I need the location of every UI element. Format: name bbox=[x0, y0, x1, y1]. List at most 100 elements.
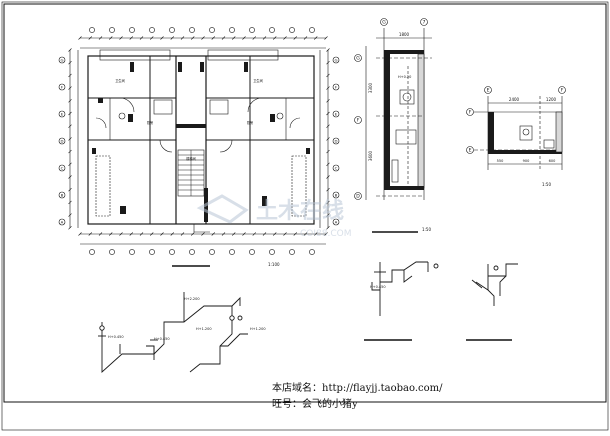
watermark-subtext: COI88.COM bbox=[300, 229, 351, 239]
dim-tick bbox=[314, 36, 318, 40]
plan-axis-bubble-bottom bbox=[269, 249, 275, 255]
plan-axis-bubble-left: F bbox=[58, 83, 66, 91]
plan-room-label: 厨房 bbox=[147, 120, 153, 125]
dim-tick bbox=[326, 73, 330, 78]
dim-tick bbox=[119, 36, 123, 40]
shop-domain-url[interactable]: http://flayjj.taobao.com/ bbox=[322, 383, 443, 394]
plan-axis-bubble-left-label: C bbox=[61, 165, 64, 170]
watermark-text: 土木在线 bbox=[256, 198, 344, 224]
detail-a-dim-side: 3300 bbox=[368, 82, 373, 93]
stair-well bbox=[177, 149, 205, 197]
dim-tick bbox=[180, 232, 185, 236]
shop-domain-line: 本店域名：http://flayjj.taobao.com/ bbox=[272, 379, 443, 394]
dim-tick bbox=[221, 232, 226, 236]
detail-b-dim-bottom: 900 bbox=[523, 159, 530, 163]
detail-a-axis-left: D bbox=[354, 192, 362, 200]
plan-axis-bubble-right-label: C bbox=[335, 165, 338, 170]
plan-axis-bubble-right: F bbox=[332, 83, 340, 91]
plan-axis-bubble-left-label: E bbox=[61, 111, 64, 116]
dim-tick bbox=[303, 232, 308, 236]
plan-axis-bubble-right: A bbox=[332, 218, 340, 226]
dim-tick bbox=[68, 175, 72, 179]
dim-tick bbox=[242, 36, 246, 40]
detail-b-axis-top: F bbox=[558, 86, 566, 94]
pipe-isometric-right bbox=[471, 263, 518, 306]
plan-axis-bubble-bottom bbox=[309, 249, 315, 255]
shop-domain-label: 本店域名： bbox=[272, 383, 322, 394]
dim-tick bbox=[326, 162, 330, 167]
plan-axis-bubble-top bbox=[229, 27, 235, 33]
detail-a-dim-side: 3600 bbox=[368, 150, 373, 161]
dim-tick bbox=[273, 232, 277, 236]
plan-axis-bubble-right: G bbox=[332, 56, 340, 64]
dim-tick bbox=[129, 36, 133, 40]
dim-tick bbox=[68, 48, 72, 52]
plan-axis-bubble-right: B bbox=[332, 191, 340, 199]
dim-tick bbox=[326, 124, 330, 128]
detail-a-axis-left-label: D bbox=[356, 194, 360, 200]
dim-tick bbox=[68, 200, 72, 205]
dim-tick bbox=[293, 232, 297, 236]
shop-wangwang-name: 会飞的小猪y bbox=[302, 399, 358, 410]
plan-axis-bubble-left-label: A bbox=[61, 219, 64, 224]
plan-axis-bubble-bottom bbox=[169, 249, 175, 255]
detail-b-dim-top: 1200 bbox=[546, 97, 557, 102]
dim-tick bbox=[326, 187, 330, 192]
plan-axis-bubble-right-label: G bbox=[334, 57, 337, 62]
dim-tick bbox=[170, 36, 174, 40]
plan-axis-bubble-left: C bbox=[58, 164, 66, 172]
plan-axis-bubble-left: B bbox=[58, 191, 66, 199]
iso-left-level: H+1.200 bbox=[196, 327, 212, 331]
sheet-border bbox=[3, 3, 607, 403]
detail-a-axis-left-label: G bbox=[356, 56, 360, 62]
plan-axis-bubble-right: D bbox=[332, 137, 340, 145]
dim-tick bbox=[262, 232, 267, 236]
detail-b-dim-top: 2400 bbox=[509, 97, 520, 102]
detail-b-dim-bottom: 550 bbox=[497, 159, 504, 163]
pipe-isometric-middle bbox=[371, 261, 439, 316]
dim-tick bbox=[326, 175, 330, 179]
dim-tick bbox=[326, 213, 330, 217]
plan-axis-bubble-top bbox=[309, 27, 315, 33]
detail-a-axis-top-label: 7 bbox=[423, 20, 426, 26]
dim-tick bbox=[119, 232, 123, 236]
dim-tick bbox=[68, 226, 72, 230]
plan-axis-bubble-bottom bbox=[249, 249, 255, 255]
plan-axis-bubble-top bbox=[109, 27, 115, 33]
watermark: 土木在线 COI88.COM bbox=[196, 194, 351, 239]
detail-a-axis-left: F bbox=[354, 116, 362, 124]
dim-tick bbox=[191, 232, 195, 236]
dim-tick bbox=[326, 99, 330, 103]
detail-a-axis-top-label: G bbox=[382, 20, 386, 26]
dim-tick bbox=[150, 36, 154, 40]
dim-tick bbox=[78, 232, 82, 236]
plan-axis-bubble-top bbox=[209, 27, 215, 33]
dim-tick bbox=[252, 36, 256, 40]
dim-tick bbox=[68, 99, 72, 103]
plan-axis-bubble-bottom bbox=[289, 249, 295, 255]
plan-room-label: 厨房 bbox=[247, 120, 253, 125]
dim-tick bbox=[150, 232, 154, 236]
plan-axis-bubble-bottom bbox=[129, 249, 135, 255]
plan-axis-bubble-bottom bbox=[109, 249, 115, 255]
plan-axis-bubble-left-label: F bbox=[61, 84, 64, 89]
plan-axis-bubble-right: E bbox=[332, 110, 340, 118]
dim-tick bbox=[68, 137, 72, 141]
plan-axis-bubble-left: D bbox=[58, 137, 66, 145]
dim-tick bbox=[68, 187, 72, 192]
dim-tick bbox=[78, 36, 82, 40]
dim-tick bbox=[326, 48, 330, 52]
dim-tick bbox=[273, 36, 277, 40]
plan-axis-bubble-top bbox=[289, 27, 295, 33]
dim-tick bbox=[211, 232, 215, 236]
plan-room-label: 楼梯间 bbox=[186, 156, 196, 161]
plan-dimension-ticks bbox=[68, 36, 330, 236]
plan-axis-bubble-top bbox=[89, 27, 95, 33]
plan-axis-bubble-top bbox=[129, 27, 135, 33]
